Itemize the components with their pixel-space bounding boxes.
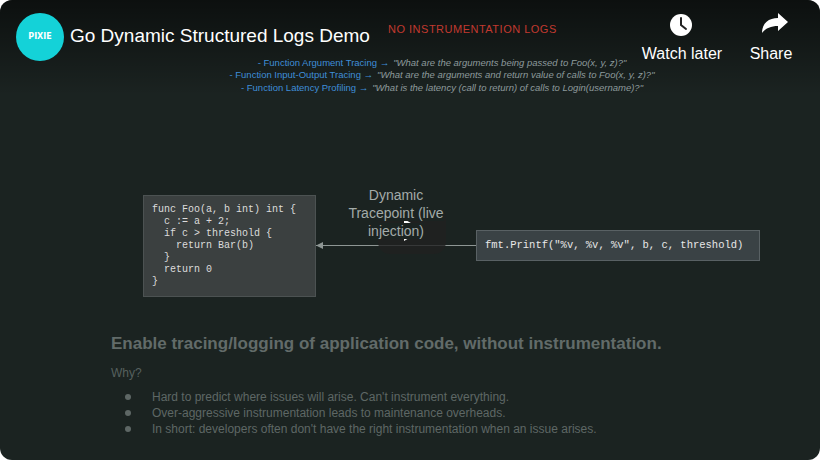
code-line: func Foo(a, b int) int { bbox=[152, 204, 296, 216]
code-line: if c > threshold { bbox=[152, 228, 272, 240]
bullet-text: Over-aggressive instrumentation leads to… bbox=[152, 406, 506, 420]
why-label: Why? bbox=[111, 366, 142, 380]
code-line: fmt.Printf("%v, %v, %v", b, c, threshold… bbox=[485, 239, 743, 252]
bullet-text: Hard to predict where issues will arise.… bbox=[152, 390, 509, 404]
code-box: func Foo(a, b int) int {c := a + 2;if c … bbox=[143, 195, 316, 297]
watch-later-label: Watch later bbox=[642, 45, 722, 63]
bullet-dot bbox=[125, 410, 131, 416]
feature-name: - Function Input-Output Tracing → bbox=[229, 69, 373, 80]
code-line: } bbox=[152, 276, 158, 288]
arrow-head bbox=[316, 242, 323, 249]
share-label: Share bbox=[750, 45, 793, 63]
code-line: return 0 bbox=[152, 264, 212, 276]
clock-face bbox=[670, 14, 692, 36]
clock-hands bbox=[681, 18, 686, 29]
share-icon bbox=[762, 13, 788, 33]
top-shade bbox=[0, 0, 820, 95]
bullet-text: In short: developers often don't have th… bbox=[152, 422, 597, 436]
slide-heading: NO INSTRUMENTATION LOGS bbox=[388, 23, 557, 35]
clock-icon bbox=[670, 14, 692, 36]
bullet-dot bbox=[125, 394, 131, 400]
tracepoint-code-box: fmt.Printf("%v, %v, %v", b, c, threshold… bbox=[476, 230, 760, 261]
slide-subheading: Enable tracing/logging of application co… bbox=[111, 334, 662, 354]
video-title: Go Dynamic Structured Logs Demo bbox=[70, 25, 370, 47]
code-line: } bbox=[152, 252, 170, 264]
feature-name: - Function Argument Tracing → bbox=[258, 57, 389, 68]
logo-badge: PIXIE bbox=[16, 13, 64, 61]
logo-text: PIXIE bbox=[28, 32, 51, 42]
feature-question: "What are the arguments and return value… bbox=[377, 69, 654, 80]
feature-name: - Function Latency Profiling → bbox=[241, 82, 368, 93]
bullet-dot bbox=[125, 426, 131, 432]
edge-label: Dynamic Tracepoint (live injection) bbox=[348, 187, 443, 239]
feature-question: "What is the latency (call to return) of… bbox=[372, 82, 643, 93]
edge-label-box: Dynamic Tracepoint (live injection) bbox=[341, 186, 451, 240]
feature-question: "What are the arguments being passed to … bbox=[393, 57, 626, 68]
code-line: return Bar(b) bbox=[152, 240, 254, 252]
code-line: c := a + 2; bbox=[152, 216, 230, 228]
